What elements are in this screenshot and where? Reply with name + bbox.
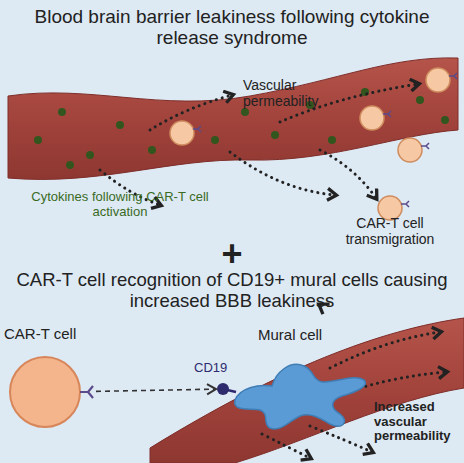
cell-body	[10, 357, 80, 427]
mural-cell: Mural cellCD19	[230, 352, 370, 432]
annotation: Vascular permeability	[243, 78, 353, 109]
section-heading: CAR-T cell recognition of CD19+ mural ce…	[6, 270, 458, 311]
dashed-connector	[96, 389, 216, 391]
blood-vessel	[8, 58, 458, 180]
dot-outline	[216, 382, 230, 396]
car-t-cells	[170, 68, 457, 220]
mural-body	[235, 364, 366, 429]
receptor-head	[217, 383, 229, 395]
node-label: CD19	[194, 360, 227, 375]
blob-outline	[230, 352, 370, 432]
circle-outline	[8, 355, 82, 429]
car-t-cell: CAR-T cell	[8, 355, 82, 429]
vessel-lower	[150, 318, 464, 463]
cd19-receptor: CD19	[216, 382, 230, 396]
plus-sign: +	[212, 234, 252, 274]
title: Blood brain barrier leakiness following …	[22, 6, 442, 49]
annotation: Cytokines following CAR-T cell activatio…	[30, 190, 210, 219]
node-label: Mural cell	[258, 326, 322, 343]
car-receptor	[80, 386, 93, 398]
node-label: CAR-T cell	[4, 325, 76, 342]
cytokines	[34, 88, 449, 169]
annotation: CAR-T cell transmigration	[330, 216, 450, 247]
annotation: Increased vascular permeability	[374, 400, 462, 444]
